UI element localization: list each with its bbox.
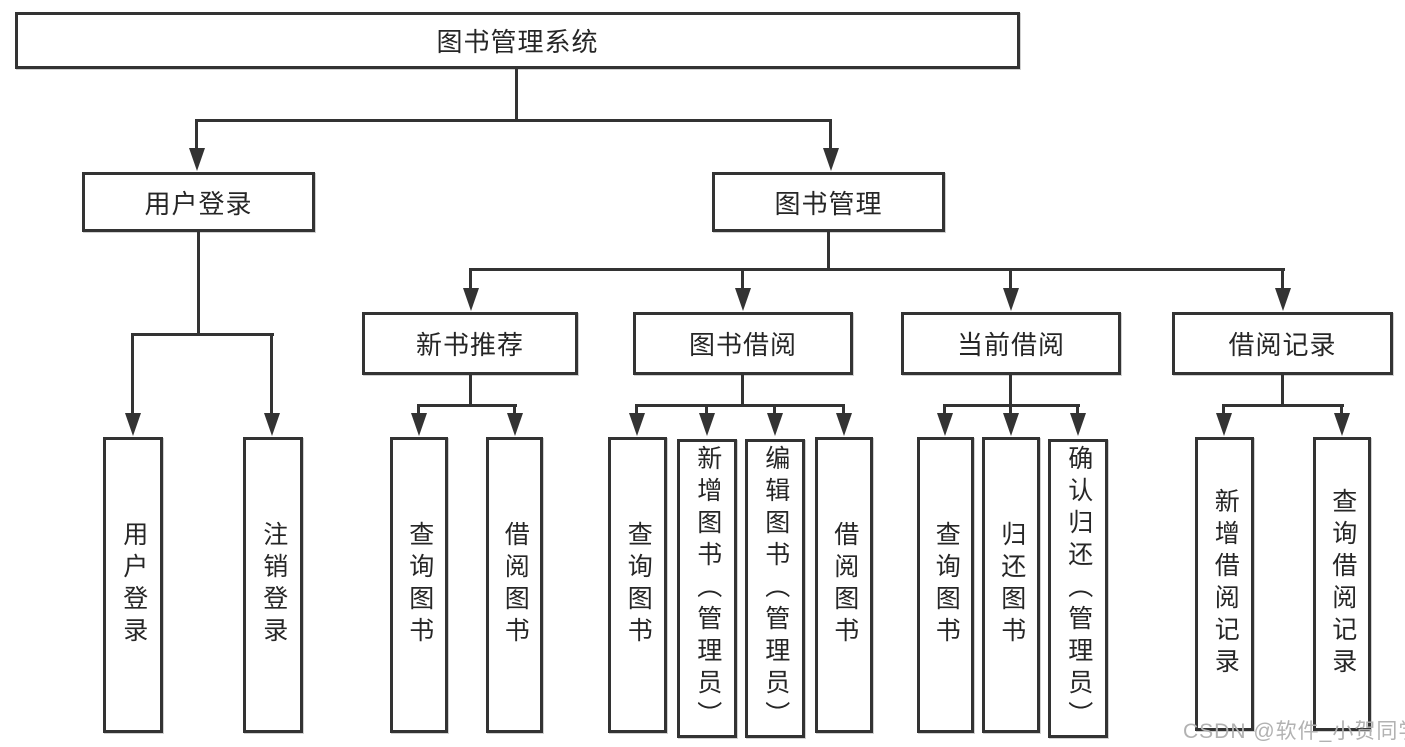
connector-vline [741,373,744,407]
connector-vline [469,373,472,407]
leaf-user-login-label: 用户登录 [119,521,148,649]
leaf-query-books-current-label: 查询图书 [932,521,961,649]
leaf-add-borrow-record: 新增借阅记录 [1195,437,1254,731]
arrow-down-icon [1222,404,1225,413]
connector-hline [417,404,517,407]
arrow-down-icon [195,119,198,148]
connector-hline [195,119,832,122]
node-book-management-label: 图书管理 [774,188,883,219]
arrow-down-icon [469,268,472,288]
arrow-down-icon [1009,268,1012,288]
arrow-down-icon [773,404,776,413]
connector-vline [827,230,830,270]
leaf-logout: 注销登录 [243,437,303,733]
leaf-query-books-borrowing: 查询图书 [608,437,667,733]
node-new-book-recommendation: 新书推荐 [362,312,578,375]
connector-hline [469,268,1285,271]
leaf-edit-book-admin: 编辑图书（管理员） [745,439,805,738]
leaf-query-borrow-record: 查询借阅记录 [1313,437,1371,731]
root-node: 图书管理系统 [15,12,1020,69]
connector-vline [1009,373,1012,407]
connector-hline [1222,404,1344,407]
connector-vline [197,230,200,335]
node-book-borrowing: 图书借阅 [633,312,853,375]
arrow-down-icon [1340,404,1343,413]
leaf-return-book-label: 归还图书 [997,521,1026,649]
node-book-borrowing-label: 图书借阅 [688,330,797,360]
leaf-confirm-return-admin: 确认归还（管理员） [1048,439,1108,738]
node-borrowing-records-label: 借阅记录 [1228,330,1337,360]
arrow-down-icon [513,404,516,413]
arrow-down-icon [270,333,273,413]
leaf-query-books-borrowing-label: 查询图书 [624,521,653,649]
node-borrowing-records: 借阅记录 [1172,312,1393,375]
connector-vline [515,66,518,120]
connector-hline [635,404,845,407]
arrow-down-icon [1076,404,1079,413]
arrow-down-icon [1009,404,1012,413]
node-new-book-recommendation-label: 新书推荐 [415,330,524,360]
node-book-management: 图书管理 [712,172,945,232]
connector-vline [1281,373,1284,407]
leaf-add-borrow-record-label: 新增借阅记录 [1211,488,1240,680]
arrow-down-icon [417,404,420,413]
leaf-add-book-admin: 新增图书（管理员） [677,439,737,738]
leaf-borrow-books-recommend-label: 借阅图书 [501,521,530,649]
root-node-label: 图书管理系统 [436,27,599,57]
watermark: CSDN @软件_小贺同学 [1183,720,1405,743]
leaf-borrow-books-borrowing: 借阅图书 [815,437,873,733]
node-user-login: 用户登录 [82,172,315,232]
node-current-borrowing: 当前借阅 [901,312,1121,375]
leaf-logout-label: 注销登录 [259,521,288,649]
arrow-down-icon [131,333,134,413]
arrow-down-icon [705,404,708,413]
leaf-borrow-books-borrowing-label: 借阅图书 [830,521,859,649]
leaf-edit-book-admin-label: 编辑图书（管理员） [761,444,790,733]
leaf-query-books-recommend-label: 查询图书 [405,521,434,649]
leaf-return-book: 归还图书 [982,437,1040,733]
leaf-borrow-books-recommend: 借阅图书 [486,437,543,733]
arrow-down-icon [829,119,832,148]
leaf-add-book-admin-label: 新增图书（管理员） [693,444,722,733]
leaf-user-login: 用户登录 [103,437,163,733]
arrow-down-icon [842,404,845,413]
node-current-borrowing-label: 当前借阅 [956,330,1065,360]
leaf-query-books-recommend: 查询图书 [390,437,448,733]
connector-hline [131,333,274,336]
leaf-confirm-return-admin-label: 确认归还（管理员） [1064,444,1093,733]
leaf-query-borrow-record-label: 查询借阅记录 [1328,488,1357,680]
arrow-down-icon [1281,268,1284,288]
arrow-down-icon [741,268,744,288]
node-user-login-label: 用户登录 [144,188,253,219]
arrow-down-icon [635,404,638,413]
arrow-down-icon [943,404,946,413]
leaf-query-books-current: 查询图书 [917,437,974,733]
